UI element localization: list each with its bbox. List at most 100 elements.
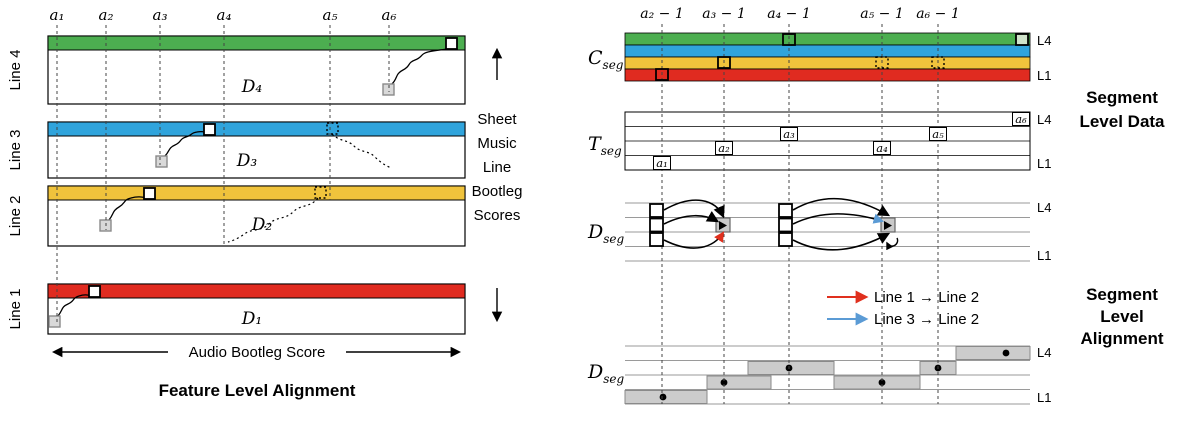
tseg-mark-a3: a₃	[783, 127, 795, 141]
side-label-line1: Line 1	[7, 289, 24, 330]
line1-start-square	[48, 315, 61, 328]
line1-end-square	[88, 285, 101, 298]
cseg-square-a5-dashed	[875, 56, 889, 69]
segment-data-heading-1: Segment	[1086, 88, 1158, 107]
tseg-mark-a6: a₆	[1015, 112, 1027, 126]
line1-box: D₁	[47, 283, 466, 335]
side-word-music: Music	[477, 135, 517, 152]
segment-l4	[955, 346, 1031, 360]
line4-alignment-path	[391, 48, 448, 85]
audio-marker-labels: a₁ a₂ a₃ a₄ a₅ a₆	[50, 6, 397, 24]
segment-align-heading-3: Alignment	[1080, 329, 1163, 348]
tseg-box-a6	[1012, 112, 1030, 126]
cseg-square-a6-dashed	[931, 56, 945, 69]
merge-arc-black-top	[663, 199, 725, 219]
boundary-a5: a₅ − 1	[860, 6, 904, 22]
cseg-stripe-l3	[624, 44, 1031, 58]
alignment-segment-dots	[659, 349, 1010, 401]
line4-d-label: D₄	[241, 77, 263, 97]
boundary-a2: a₂ − 1	[640, 6, 684, 22]
dseg-align-l1-label: L1	[1037, 390, 1051, 405]
tseg-box-a4	[873, 141, 891, 155]
cseg-square-a4	[782, 33, 796, 46]
line2-box: D₂	[47, 185, 466, 247]
cseg-square-end	[1015, 33, 1029, 46]
merge-arc-line1-to-line2	[663, 231, 725, 249]
line3-d-label: D₃	[236, 151, 258, 171]
tseg-box-a5	[929, 127, 947, 141]
cseg-square-a3	[717, 56, 731, 69]
segment-boundary-labels: a₂ − 1 a₃ − 1 a₄ − 1 a₅ − 1 a₆ − 1	[640, 6, 960, 22]
line3-end-square	[203, 123, 216, 136]
dseg-align-label-main: D	[587, 361, 603, 383]
line2-dashed-square	[314, 186, 327, 199]
side-label-line2: Line 2	[7, 196, 24, 237]
line3-stripe	[47, 121, 466, 137]
tseg-label-main: T	[588, 133, 602, 155]
tseg-l4-label: L4	[1037, 112, 1051, 127]
tseg-mark-a5: a₅	[932, 127, 944, 141]
dseg-data-label-main: D	[587, 221, 603, 243]
line2-stripe	[47, 185, 466, 201]
dseg-align-label: Dseg	[587, 361, 624, 386]
tseg-mark-a1: a₁	[656, 156, 667, 170]
side-word-bootleg: Bootleg	[472, 183, 523, 200]
line2-alignment-path	[108, 196, 148, 221]
segment-dot	[1002, 349, 1010, 357]
cseg-stripe-l4	[624, 32, 1031, 46]
tseg-label-sub: seg	[601, 144, 622, 158]
cseg-squares	[655, 33, 1029, 81]
side-word-scores: Scores	[474, 207, 521, 224]
boundary-a4: a₄ − 1	[767, 6, 811, 22]
cseg-bar: Cseg L4 L1	[588, 32, 1051, 83]
tseg-mark-a4: a₄	[876, 141, 888, 155]
line3-alignment-path	[164, 130, 209, 157]
side-word-line: Line	[483, 159, 511, 176]
candidate-square	[649, 232, 664, 247]
legend-blue-label: Line 3 → Line 2	[874, 311, 979, 328]
dseg-align-label-sub: seg	[603, 372, 624, 386]
line3-alt-alignment-path	[331, 133, 392, 169]
marker-a5: a₅	[323, 6, 338, 24]
candidate-square	[778, 217, 793, 233]
tseg-box-a2	[715, 141, 733, 155]
line-side-labels: Line 4 Line 3 Line 2 Line 1	[7, 50, 24, 330]
line3-start-square	[155, 155, 168, 168]
tseg-grid: Tseg L4 L1	[588, 111, 1051, 171]
tseg-label: Tseg	[588, 133, 622, 158]
line1-alignment-path	[57, 294, 93, 317]
audio-axis: Audio Bootleg Score	[51, 344, 462, 361]
marker-a3: a₃	[153, 6, 168, 24]
audio-axis-label: Audio Bootleg Score	[189, 344, 326, 361]
segment-data-heading-2: Level Data	[1079, 112, 1165, 131]
line4-box: D₄	[47, 35, 466, 105]
candidate-square	[649, 203, 664, 218]
line3-dashed-square	[326, 122, 339, 135]
line2-end-square	[143, 187, 156, 200]
line1-d-label: D₁	[241, 309, 262, 329]
cseg-l4-label: L4	[1037, 33, 1051, 48]
merge-arc-line3-to-line2	[792, 213, 884, 225]
side-label-line3: Line 3	[7, 130, 24, 171]
segment-dot	[878, 379, 886, 386]
segment-dot	[720, 379, 728, 386]
merge-target-arrow-icon	[719, 221, 727, 230]
section-headings: Segment Level Data Segment Level Alignme…	[1079, 88, 1165, 348]
merge-target-arrow-icon	[884, 221, 892, 230]
merge-arc-black-mid	[663, 210, 720, 225]
line2-d-label: D₂	[251, 215, 273, 235]
marker-a2: a₂	[99, 6, 114, 24]
cseg-square-a2	[655, 68, 669, 81]
merge-arc-black-bottom	[792, 232, 891, 251]
boundary-a6: a₆ − 1	[916, 6, 960, 22]
merge-arc-black-top	[792, 197, 891, 217]
cseg-label-main: C	[588, 47, 603, 69]
left-dashed-guides	[56, 25, 390, 322]
cycle-arrow-icon	[886, 237, 899, 251]
cseg-l1-label: L1	[1037, 68, 1051, 83]
cseg-stripe-l1	[624, 68, 1031, 82]
legend-red-label: Line 1 → Line 2	[874, 289, 979, 306]
sheet-music-range: Sheet Music Line Bootleg Scores	[472, 47, 523, 323]
dseg-data-l1-label: L1	[1037, 248, 1051, 263]
